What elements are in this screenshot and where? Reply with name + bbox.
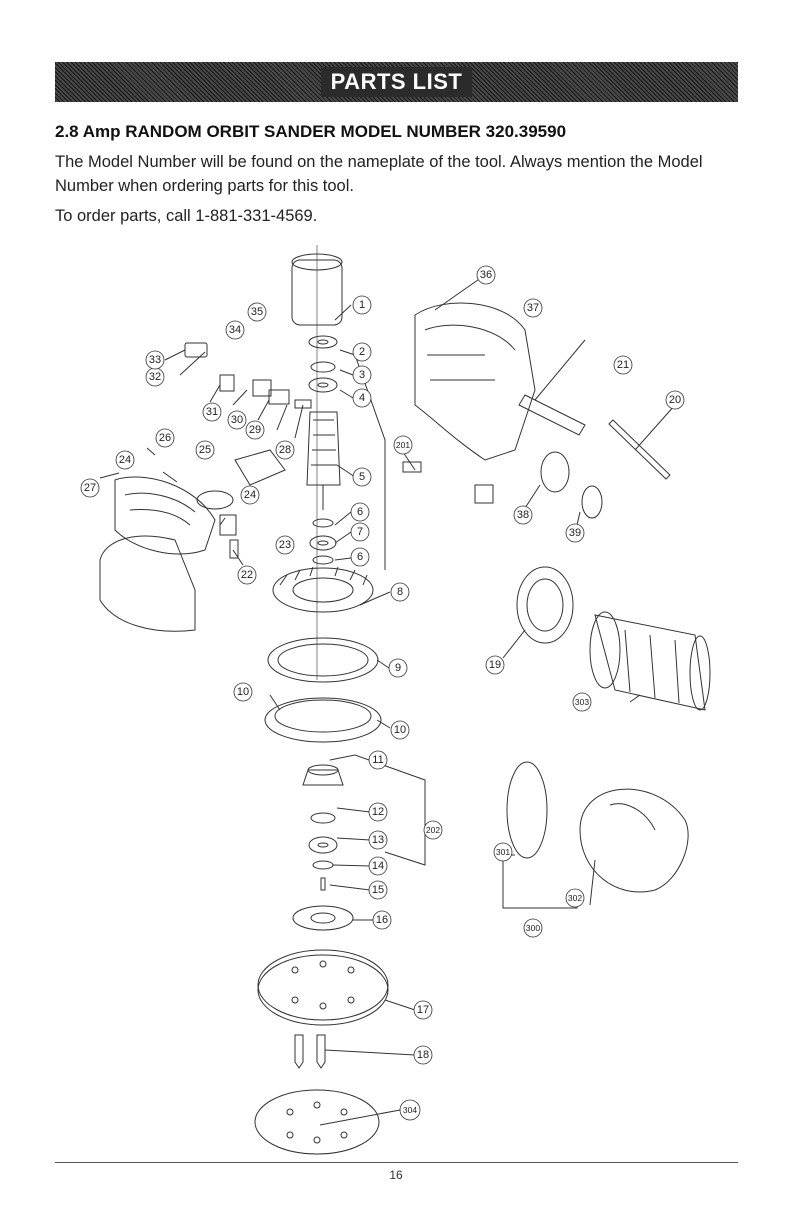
callout-35: 35 — [251, 306, 263, 318]
callout-23: 23 — [279, 539, 291, 551]
callout-34: 34 — [229, 324, 241, 336]
footer-divider — [55, 1162, 738, 1163]
dust-bag-shape — [579, 788, 689, 893]
callout-24b: 24 — [119, 454, 131, 466]
callout-16: 16 — [376, 914, 388, 926]
callout-32: 32 — [149, 371, 161, 383]
callout-30: 30 — [231, 414, 243, 426]
part-1-shape — [291, 259, 343, 326]
callout-8: 8 — [397, 586, 403, 598]
page-number: 16 — [389, 1168, 403, 1182]
callout-36: 36 — [480, 269, 492, 281]
dust-adaptor-shape — [516, 566, 574, 644]
switch-plate-shape — [234, 449, 286, 486]
callout-21: 21 — [617, 359, 629, 371]
fan-shape — [272, 567, 374, 613]
callout-6a: 6 — [357, 506, 363, 518]
callout-202: 202 — [426, 825, 440, 835]
callout-17: 17 — [417, 1004, 429, 1016]
callout-25: 25 — [199, 444, 211, 456]
callout-7: 7 — [357, 526, 363, 538]
banner-title: PARTS LIST — [320, 67, 473, 97]
left-housing-shape — [114, 476, 216, 555]
callout-10b: 10 — [394, 724, 406, 736]
callout-29: 29 — [249, 424, 261, 436]
model-heading: 2.8 Amp RANDOM ORBIT SANDER MODEL NUMBER… — [55, 122, 567, 141]
callout-3: 3 — [359, 369, 365, 381]
callout-11: 11 — [372, 754, 383, 766]
callout-6b: 6 — [357, 551, 363, 563]
part-9-shape — [267, 637, 379, 683]
callout-5: 5 — [359, 471, 365, 483]
callout-10a: 10 — [237, 686, 249, 698]
callout-302: 302 — [568, 893, 582, 903]
parts-list-banner: PARTS LIST — [55, 62, 738, 102]
callout-9: 9 — [395, 662, 401, 674]
callout-20: 20 — [669, 394, 681, 406]
callout-12: 12 — [372, 806, 384, 818]
callout-39: 39 — [569, 527, 581, 539]
part-1-top — [291, 253, 343, 271]
callout-4: 4 — [359, 392, 365, 404]
callout-13: 13 — [372, 834, 384, 846]
callout-22: 22 — [241, 569, 253, 581]
callout-14: 14 — [372, 860, 384, 872]
callout-2: 2 — [359, 346, 365, 358]
callout-15: 15 — [372, 884, 384, 896]
part-10-shape — [264, 697, 382, 743]
callout-24a: 24 — [244, 489, 256, 501]
callout-26: 26 — [159, 432, 171, 444]
model-number-note: The Model Number will be found on the na… — [55, 153, 703, 195]
callout-1: 1 — [359, 299, 365, 311]
callout-38: 38 — [517, 509, 529, 521]
callout-304: 304 — [403, 1105, 417, 1115]
right-housing-shape — [414, 302, 536, 461]
armature-shape — [306, 411, 341, 486]
order-parts-note: To order parts, call 1-881-331-4569. — [55, 207, 318, 225]
callout-301: 301 — [496, 847, 510, 857]
callout-201: 201 — [396, 440, 410, 450]
callout-303: 303 — [575, 697, 589, 707]
canister-shape — [594, 614, 706, 711]
callout-300: 300 — [526, 923, 540, 933]
sanding-pad-shape — [257, 949, 389, 1021]
callout-27: 27 — [84, 482, 96, 494]
callout-18: 18 — [417, 1049, 429, 1061]
callout-37: 37 — [527, 302, 539, 314]
callout-28: 28 — [279, 444, 291, 456]
sanding-disc-shape — [254, 1089, 380, 1155]
callout-33: 33 — [149, 354, 161, 366]
exploded-parts-diagram: 1 2 3 4 5 6 7 6 8 9 10 10 11 12 13 14 15… — [80, 245, 711, 1155]
callout-19: 19 — [489, 659, 501, 671]
callout-31: 31 — [206, 406, 218, 418]
